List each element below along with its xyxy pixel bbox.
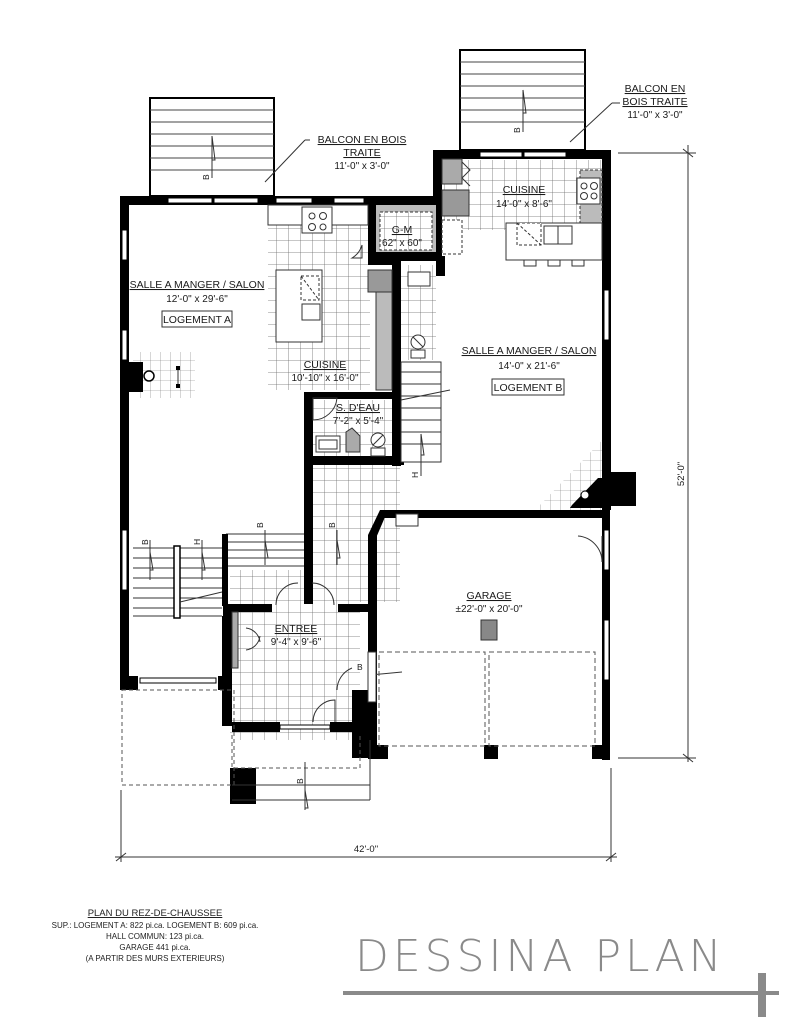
dimension-width xyxy=(115,768,617,862)
svg-text:CUISINE: CUISINE xyxy=(304,359,347,371)
fireplace-a-icon xyxy=(143,366,180,388)
kitchen-a xyxy=(267,204,393,391)
stair-mark-down-left: B xyxy=(140,539,150,545)
dimension-depth xyxy=(618,145,696,763)
brand-cross-mark xyxy=(758,973,766,1017)
plan-title: PLAN DU REZ-DE-CHAUSSEE xyxy=(87,908,223,919)
summary-line-areas: SUP.: LOGEMENT A: 822 pi.ca. LOGEMENT B:… xyxy=(51,921,259,930)
overall-width-label: 42'-0" xyxy=(354,844,378,855)
balcony-a-title-line2: TRAITE xyxy=(343,147,380,159)
plan-summary: PLAN DU REZ-DE-CHAUSSEE SUP.: LOGEMENT A… xyxy=(30,908,280,964)
stair-mark-up: H xyxy=(410,472,420,478)
front-decks xyxy=(121,689,361,786)
fireplace-a-hearth xyxy=(133,352,195,398)
svg-text:10'-10" x 16'-0": 10'-10" x 16'-0" xyxy=(291,373,359,384)
balcony-b-dimensions: 11'-0" x 3'-0" xyxy=(627,110,683,121)
balcony-a-title-line1: BALCON EN BOIS xyxy=(318,134,407,146)
svg-text:ENTREE: ENTREE xyxy=(275,623,318,635)
stair-mark-down-entry: B xyxy=(255,522,265,528)
balcony-a: B xyxy=(149,97,310,197)
svg-text:CUISINE: CUISINE xyxy=(503,184,546,196)
stair-mark-up-left: H xyxy=(192,539,202,545)
summary-line-garage: GARAGE 441 pi.ca. xyxy=(119,943,191,952)
kitchen-b: CUISINE 14'-0" x 8'-6" xyxy=(441,158,603,267)
stove-b-icon xyxy=(576,177,601,205)
stair-mark-down-hall: B xyxy=(327,522,337,528)
windows xyxy=(121,151,610,730)
room-living-a-label: SALLE A MANGER / SALON 12'-0" x 29'-6" L… xyxy=(130,279,265,328)
svg-text:14'-0" x 21'-6": 14'-0" x 21'-6" xyxy=(498,361,560,372)
washroom: S. D'EAU 7'-2" x 5'-4" xyxy=(312,397,386,457)
entry-front-stairs xyxy=(222,530,341,606)
balcony-b: B xyxy=(459,49,620,151)
svg-text:7'-2" x 5'-4": 7'-2" x 5'-4" xyxy=(333,416,384,427)
svg-text:B: B xyxy=(512,127,522,133)
laundry-room: G-M 62" x 60" xyxy=(376,205,436,252)
room-living-b-label: SALLE A MANGER / SALON 14'-0" x 21'-6" L… xyxy=(462,345,597,396)
svg-text:SALLE A MANGER / SALON: SALLE A MANGER / SALON xyxy=(130,279,265,291)
svg-text:12'-0" x 29'-6": 12'-0" x 29'-6" xyxy=(166,294,228,305)
stair-mark-front: B xyxy=(295,778,305,784)
brand-logo-text: DESSINA PLAN xyxy=(355,931,726,982)
garage: GARAGE ±22'-0" x 20'-0" xyxy=(378,513,603,747)
entrance: ENTREE 9'-4" x 9'-6" xyxy=(231,582,353,723)
entrance-tile xyxy=(230,570,360,740)
svg-text:G-M: G-M xyxy=(392,224,412,236)
summary-line-hall: HALL COMMUN: 123 pi.ca. xyxy=(106,932,204,941)
floor-drain-icon xyxy=(480,619,498,641)
central-stairs xyxy=(400,361,451,476)
balcony-b-title-line1: BALCON EN xyxy=(625,83,686,95)
svg-text:62" x 60": 62" x 60" xyxy=(382,238,422,249)
stair-mark-garage: B xyxy=(357,662,363,672)
svg-text:±22'-0" x 20'-0": ±22'-0" x 20'-0" xyxy=(456,604,523,615)
svg-text:9'-4" x 9'-6": 9'-4" x 9'-6" xyxy=(271,637,322,648)
summary-line-note: (A PARTIR DES MURS EXTERIEURS) xyxy=(85,954,225,963)
brand-underline xyxy=(343,991,779,995)
bathroom-b xyxy=(401,265,436,360)
svg-text:GARAGE: GARAGE xyxy=(467,590,512,602)
svg-text:14'-0" x 8'-6": 14'-0" x 8'-6" xyxy=(496,199,552,210)
svg-text:S. D'EAU: S. D'EAU xyxy=(336,402,380,414)
fireplace-b-icon xyxy=(570,478,604,508)
overall-depth-label: 52'-0" xyxy=(676,462,687,486)
left-exterior-stairs xyxy=(133,540,223,619)
unit-b-badge: LOGEMENT B xyxy=(494,382,563,394)
room-kitchen-a-label: CUISINE 10'-10" x 16'-0" xyxy=(291,359,359,384)
stove-a-icon xyxy=(301,206,333,234)
balcony-a-dimensions: 11'-0" x 3'-0" xyxy=(334,161,390,172)
balcony-b-title-line2: BOIS TRAITE xyxy=(622,96,687,108)
unit-a-badge: LOGEMENT A xyxy=(163,314,231,326)
svg-text:SALLE A MANGER / SALON: SALLE A MANGER / SALON xyxy=(462,345,597,357)
svg-text:B: B xyxy=(201,174,211,180)
